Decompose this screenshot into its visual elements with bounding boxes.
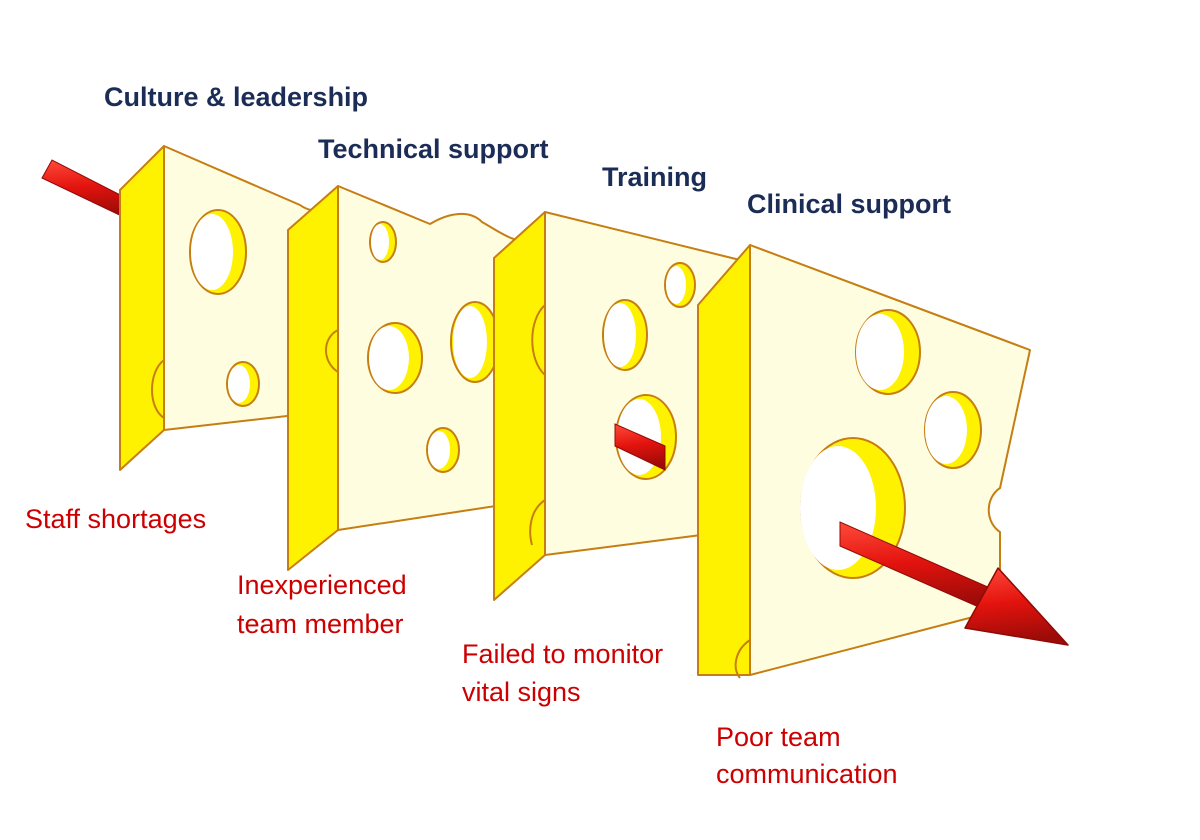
cheese-side-notch	[734, 639, 751, 679]
cheese-hole-inner	[856, 314, 904, 390]
cheese-side-notch	[151, 359, 165, 419]
layer-label-3: Training	[602, 162, 707, 192]
failure-labels: Staff shortages Inexperienced team membe…	[25, 504, 898, 789]
cheese-hole-inner	[604, 303, 636, 367]
cheese-side	[119, 145, 165, 471]
cheese-hole-inner	[666, 266, 686, 304]
arrow-head-group	[839, 521, 1069, 646]
failure-label-3-line-2: vital signs	[462, 677, 581, 707]
cheese-side-notch	[325, 329, 339, 373]
cheese-hole-inner	[453, 306, 487, 378]
cheese-slice-4	[697, 244, 1031, 679]
cheese-slice-2	[287, 185, 536, 571]
cheese-hole-inner	[428, 431, 450, 469]
cheese-side	[287, 185, 339, 571]
arrow-segment-tail	[41, 159, 131, 221]
cheese-hole-inner	[369, 326, 409, 390]
layer-label-2: Technical support	[318, 134, 549, 164]
cheese-hole-inner	[371, 224, 389, 260]
failure-label-2-line-2: team member	[237, 609, 404, 639]
failure-label-3-line-1: Failed to monitor	[462, 639, 663, 669]
cheese-side-notch	[529, 499, 546, 546]
failure-label-4-line-2: communication	[716, 759, 898, 789]
cheese-side	[697, 244, 751, 676]
layer-labels: Culture & leadership Technical support T…	[104, 82, 951, 219]
arrow-segment-3	[614, 423, 666, 471]
cheese-hole-inner	[191, 214, 233, 290]
cheese-side-notch	[531, 304, 546, 376]
failure-label-4-line-1: Poor team	[716, 722, 841, 752]
failure-label-1-line-1: Staff shortages	[25, 504, 206, 534]
cheese-slice-3	[493, 211, 741, 601]
cheese-hole-inner	[228, 365, 250, 403]
layer-label-4: Clinical support	[747, 189, 951, 219]
failure-label-2-line-1: Inexperienced	[237, 570, 407, 600]
layer-label-1: Culture & leadership	[104, 82, 368, 112]
cheese-side	[493, 211, 546, 601]
cheese-hole-inner	[925, 396, 967, 464]
arrow-head	[964, 567, 1069, 646]
